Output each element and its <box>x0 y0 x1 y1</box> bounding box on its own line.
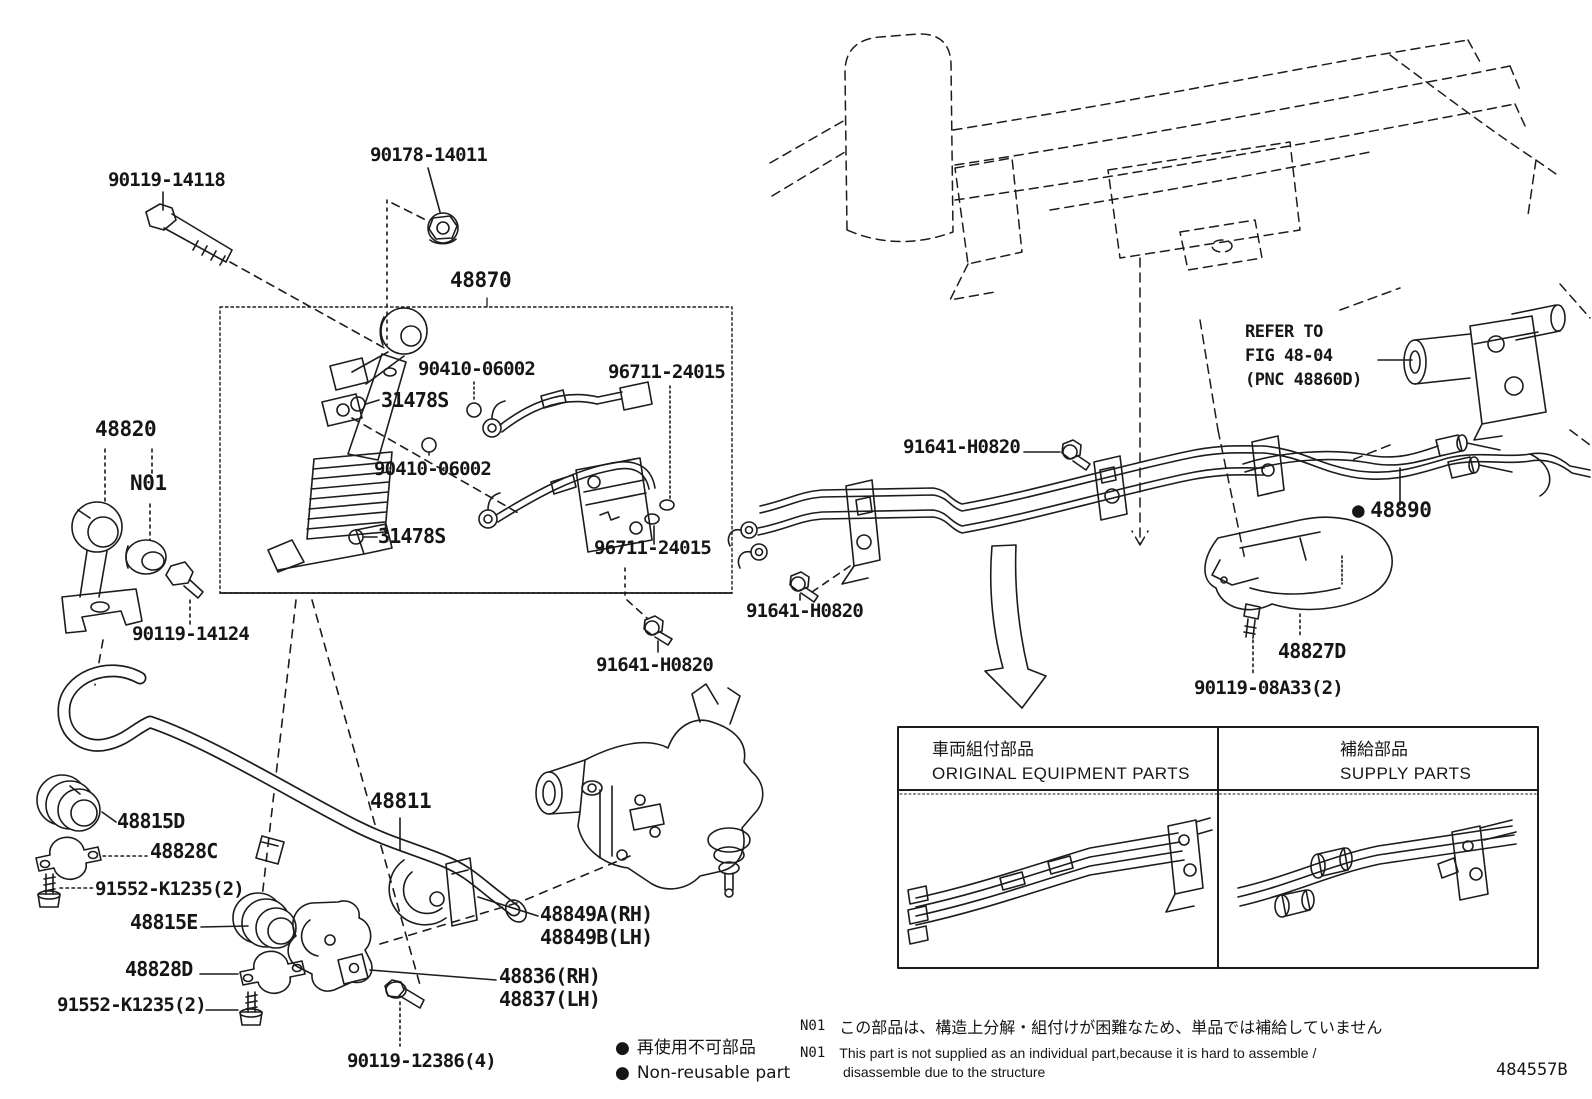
table-header-supply-jp: 補給部品 <box>1340 740 1408 760</box>
bolt-91552-b-art <box>205 991 263 1026</box>
bolt-90119-08a33-art <box>1243 603 1261 675</box>
note-code: N01 <box>800 1018 826 1034</box>
part-label-90410-06002-b: 90410-06002 <box>374 458 492 480</box>
part-label-48870: 48870 <box>450 268 512 292</box>
bolt-91641-b-art <box>789 565 851 603</box>
part-label-48849a: 48849A(RH) <box>540 902 653 926</box>
part-label-90119-12386: 90119-12386(4) <box>347 1050 497 1072</box>
part-label-48890-text: 48890 <box>1370 498 1432 522</box>
part-label-48890: ●48890 <box>1352 498 1432 522</box>
part-label-91552-k1235-a: 91552-K1235(2) <box>95 878 245 900</box>
note-code-2: N01 <box>800 1045 826 1061</box>
nut-90178-14011-art <box>427 167 459 245</box>
table-header-oe-jp: 車両組付部品 <box>932 740 1034 760</box>
refer-line-3: (PNC 48860D) <box>1245 370 1362 390</box>
comparison-table-frame <box>897 726 1539 969</box>
refer-line-2: FIG 48-04 <box>1245 346 1333 366</box>
bolt-90119-14118-art <box>145 191 233 266</box>
bracket-48828d-art <box>199 950 306 995</box>
part-label-48820: 48820 <box>95 417 157 441</box>
part-label-48837: 48837(LH) <box>499 987 601 1011</box>
part-label-31478s-a: 31478S <box>381 388 449 412</box>
part-label-31478s-b: 31478S <box>378 524 446 548</box>
part-label-48828d: 48828D <box>125 957 193 981</box>
assembly-box-48870 <box>219 297 733 594</box>
table-header-oe-en: ORIGINAL EQUIPMENT PARTS <box>932 764 1190 783</box>
note-n01-en-cont: disassemble due to the structure <box>843 1064 1045 1081</box>
part-label-48815d: 48815D <box>117 809 185 833</box>
tube-bundle-art <box>727 444 1265 585</box>
bolt-90119-12386-art <box>384 979 425 1047</box>
note-n01-jp: N01 この部品は、構造上分解・組付けが困難なため、単品では補給していません <box>800 1018 1382 1037</box>
note-n01-en: N01 This part is not supplied as an indi… <box>800 1045 1316 1062</box>
legend-bullet-icon: ● <box>615 1038 630 1058</box>
part-label-91641-h0820-c: 91641-H0820 <box>596 654 714 676</box>
drawing-number: 484557B <box>1496 1060 1568 1080</box>
bracket-48828c-art <box>35 836 148 881</box>
part-label-90119-14118: 90119-14118 <box>108 169 226 191</box>
part-label-96711-24015-b: 96711-24015 <box>594 537 712 559</box>
chassis-frame-art <box>769 33 1591 561</box>
direction-arrow <box>984 544 1047 709</box>
non-reusable-bullet-icon: ● <box>1352 498 1365 522</box>
part-label-90119-14124: 90119-14124 <box>132 623 250 645</box>
refer-note: REFER TO FIG 48-04 (PNC 48860D) <box>1245 320 1362 392</box>
assembly-lines-art <box>229 199 649 986</box>
part-label-90178-14011: 90178-14011 <box>370 144 488 166</box>
bushing-48815e-art <box>200 892 297 949</box>
part-label-91641-h0820-a: 91641-H0820 <box>903 436 1021 458</box>
legend-jp-text: 再使用不可部品 <box>636 1038 756 1058</box>
part-label-48815e: 48815E <box>130 910 198 934</box>
control-arm-art <box>524 683 764 901</box>
bolt-91641-a-art <box>1023 439 1091 471</box>
shock-absorber-art <box>267 307 428 573</box>
bolt-91641-c-art <box>643 615 673 653</box>
stabilizer-bar-48811-art <box>57 664 528 923</box>
tube-48890-art <box>1242 434 1591 506</box>
grommet-rings-art <box>348 381 482 545</box>
part-label-96711-24015-a: 96711-24015 <box>608 361 726 383</box>
part-label-48836: 48836(RH) <box>499 964 601 988</box>
hose-assembly-art <box>478 381 675 553</box>
part-label-91552-k1235-b: 91552-K1235(2) <box>57 994 207 1016</box>
bolt-91552-a-art <box>37 873 94 908</box>
table-header-supply-en: SUPPLY PARTS <box>1340 764 1472 783</box>
stabilizer-link-48820-art <box>61 448 204 686</box>
note-jp-text: この部品は、構造上分解・組付けが困難なため、単品では補給していません <box>839 1018 1383 1037</box>
protector-48827d-art <box>1204 516 1393 637</box>
note-en-line1: This part is not supplied as an individu… <box>839 1045 1317 1061</box>
legend-non-reusable-jp: ● 再使用不可部品 <box>615 1038 756 1058</box>
legend-en-text: Non-reusable part <box>636 1063 791 1083</box>
oe-parts-mini-art <box>907 817 1213 945</box>
supply-parts-mini-art <box>1237 819 1517 918</box>
part-label-90119-08a33: 90119-08A33(2) <box>1194 677 1344 699</box>
pump-48860d-art <box>1377 304 1566 441</box>
bracket-48836-art <box>287 900 521 992</box>
part-label-48811: 48811 <box>370 789 432 813</box>
retainer-48849-art <box>388 857 539 927</box>
refer-line-1: REFER TO <box>1245 322 1323 342</box>
part-label-48827d: 48827D <box>1278 639 1346 663</box>
note-en-line2: disassemble due to the structure <box>843 1064 1046 1080</box>
part-label-90410-06002-a: 90410-06002 <box>418 358 536 380</box>
part-label-48849b: 48849B(LH) <box>540 925 653 949</box>
legend-non-reusable-en: ● Non-reusable part <box>615 1063 790 1083</box>
bushing-48815d-art <box>36 774 117 832</box>
part-label-91641-h0820-b: 91641-H0820 <box>746 600 864 622</box>
part-label-48828c: 48828C <box>150 839 218 863</box>
legend-bullet-icon-2: ● <box>615 1063 630 1083</box>
part-label-n01: N01 <box>130 471 167 495</box>
